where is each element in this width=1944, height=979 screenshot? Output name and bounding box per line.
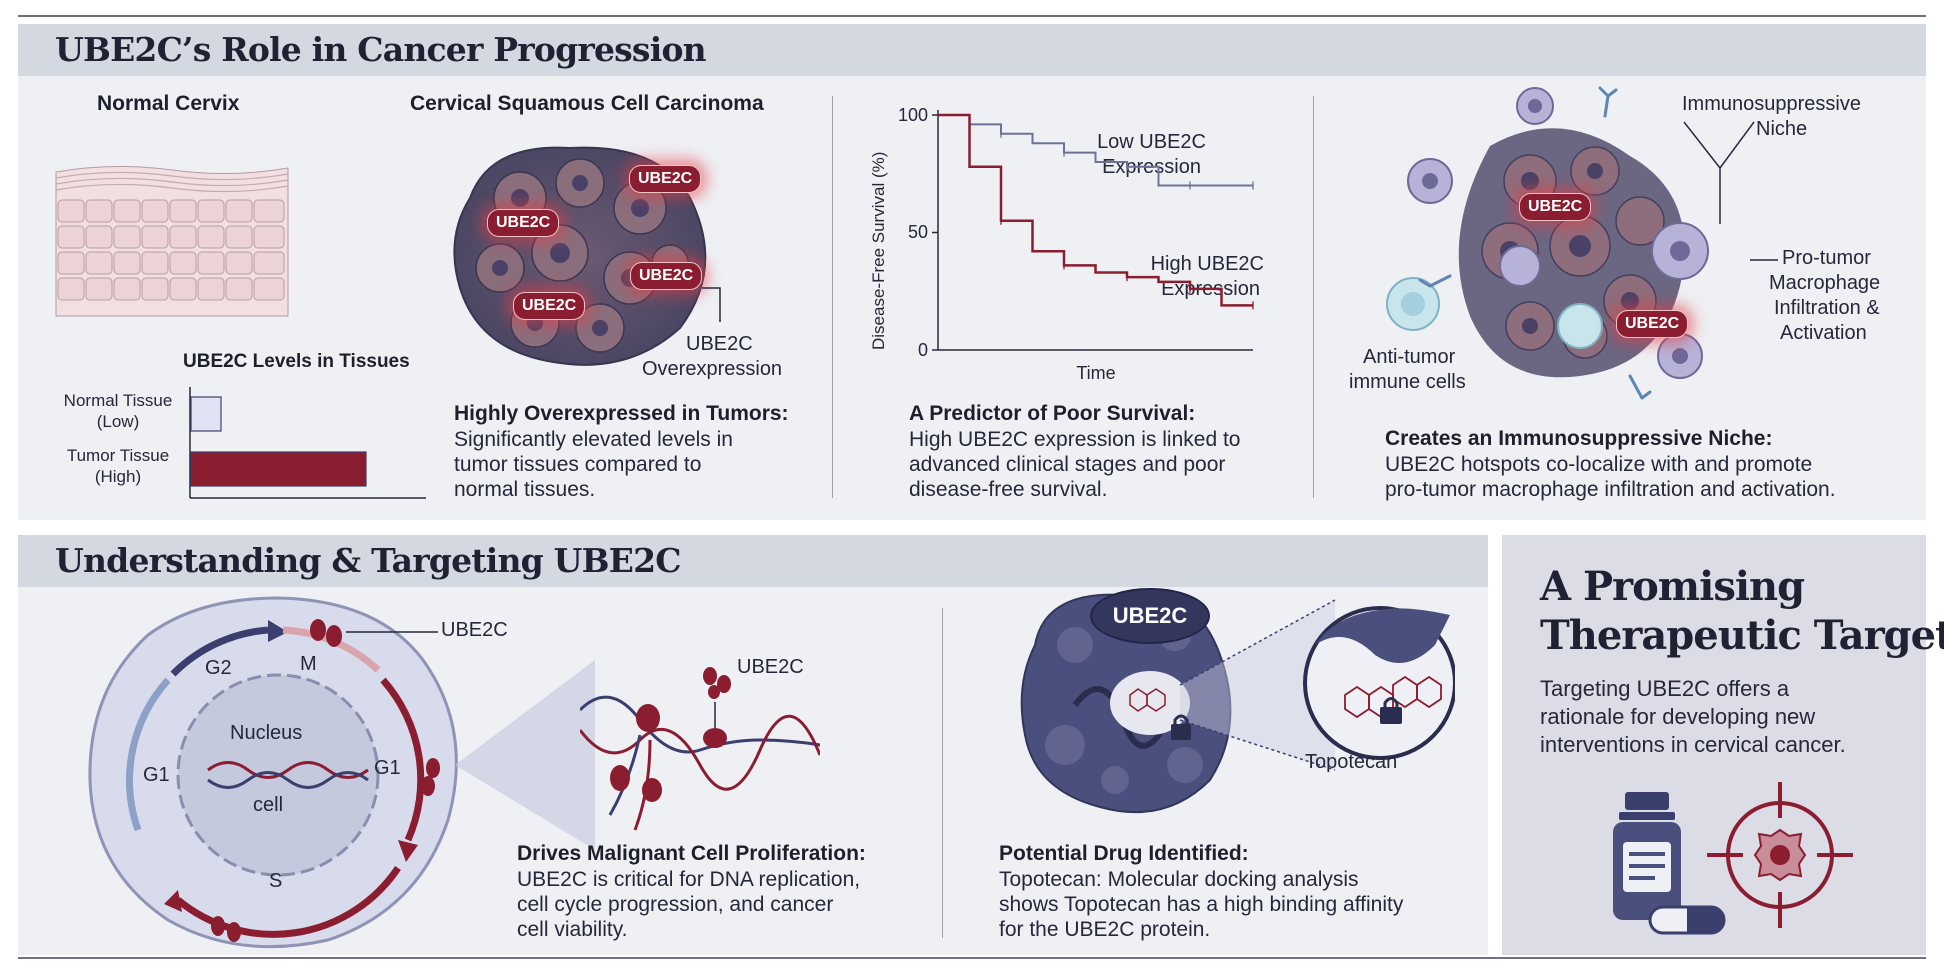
tissue-bar-chart xyxy=(189,387,426,499)
overexpression-label-line1: UBE2C xyxy=(686,333,753,355)
panel3-heading: Creates an Immunosuppressive Niche: xyxy=(1385,427,1773,450)
lock-icon xyxy=(1380,697,1402,724)
ube2c-badge: UBE2C xyxy=(513,292,586,320)
topotecan-label: Topotecan xyxy=(1305,751,1398,773)
y-tick-label: 0 xyxy=(918,340,928,360)
bar xyxy=(190,396,222,432)
survival-chart: 100 50 0 Disease-Free Survival (%) Time … xyxy=(869,105,1264,383)
bar-category-label: Tumor Tissue xyxy=(66,446,170,465)
divider-2 xyxy=(1313,96,1314,498)
panel1-body-line: tumor tissues compared to xyxy=(454,453,702,476)
protein-label-ellipse xyxy=(1090,588,1210,644)
panel4-body-line: cell viability. xyxy=(517,918,628,941)
panel1-heading: Highly Overexpressed in Tumors: xyxy=(454,402,789,425)
anti-tumor-label-line: Anti-tumor xyxy=(1363,346,1456,368)
protein-label: UBE2C xyxy=(1112,603,1188,628)
panel4-heading: Drives Malignant Cell Proliferation: xyxy=(517,842,866,865)
ube2c-badge: UBE2C xyxy=(487,209,560,237)
anti-tumor-label-line: immune cells xyxy=(1349,371,1466,393)
macrophage-label-line: Macrophage xyxy=(1769,272,1881,294)
lock-icon xyxy=(1171,714,1191,740)
panel1-body-line: Significantly elevated levels in xyxy=(454,428,733,451)
target-body-line: Targeting UBE2C offers a xyxy=(1540,676,1790,701)
panel2-body-line: High UBE2C expression is linked to xyxy=(909,428,1241,451)
protein-docking-illustration xyxy=(1020,592,1455,814)
normal-cervix-label: Normal Cervix xyxy=(97,92,240,115)
low-expression-curve xyxy=(938,114,1253,187)
panel5-body-line: shows Topotecan has a high binding affin… xyxy=(999,893,1404,916)
bottom-rule xyxy=(18,957,1926,959)
macrophage-leader xyxy=(1750,259,1778,261)
phase-label-m: M xyxy=(300,653,317,675)
top-rule xyxy=(18,15,1926,17)
low-series-label: Low UBE2C xyxy=(1097,131,1206,153)
carcinoma-label: Cervical Squamous Cell Carcinoma xyxy=(410,92,764,115)
ube2c-badge: UBE2C xyxy=(1616,310,1689,338)
bar-category-label: (High) xyxy=(94,467,142,486)
crosshair-target-icon xyxy=(1707,782,1853,928)
niche-bracket xyxy=(1683,121,1755,224)
target-title-line2: Therapeutic Target xyxy=(1540,612,1944,659)
panel3-body-line: UBE2C hotspots co-localize with and prom… xyxy=(1385,453,1813,476)
bottom-section-title: Understanding & Targeting UBE2C xyxy=(55,541,682,580)
panel2-body-line: disease-free survival. xyxy=(909,478,1108,501)
cell-label: cell xyxy=(253,794,284,816)
y-axis-label: Disease-Free Survival (%) xyxy=(869,152,888,350)
x-axis-label: Time xyxy=(1076,363,1115,383)
y-tick-label: 100 xyxy=(898,105,928,125)
panel4-body-line: cell cycle progression, and cancer xyxy=(517,893,834,916)
target-body-line: rationale for developing new xyxy=(1540,704,1816,729)
panel2-body-line: advanced clinical stages and poor xyxy=(909,453,1226,476)
high-series-label: High UBE2C xyxy=(1151,253,1264,275)
macrophage-label-line: Pro-tumor xyxy=(1782,247,1871,269)
bar-category-label: Normal Tissue xyxy=(63,391,173,410)
bar-category-label: (Low) xyxy=(96,412,140,431)
niche-label-line1: Immunosuppressive xyxy=(1682,93,1861,115)
ube2c-badge: UBE2C xyxy=(630,262,703,290)
ube2c-dna-label: UBE2C xyxy=(737,656,804,678)
macrophage-label-line: Activation xyxy=(1780,322,1867,344)
top-section-band xyxy=(18,24,1926,76)
bar xyxy=(190,451,367,487)
overexpression-label-line2: Overexpression xyxy=(642,358,783,380)
panel4-body-line: UBE2C is critical for DNA replication, xyxy=(517,868,861,891)
top-section-title: UBE2C’s Role in Cancer Progression xyxy=(55,30,707,69)
nucleus-label: Nucleus xyxy=(230,722,303,744)
normal-tissue-illustration xyxy=(55,165,289,317)
phase-label-g1: G1 xyxy=(143,764,170,786)
target-body-line: interventions in cervical cancer. xyxy=(1540,732,1846,757)
phase-label-s: S xyxy=(269,870,283,892)
bar-chart-title: UBE2C Levels in Tissues xyxy=(183,351,410,372)
cell-cycle-illustration xyxy=(88,596,458,949)
zoom-cone xyxy=(455,660,595,850)
panel2-heading: A Predictor of Poor Survival: xyxy=(909,402,1196,425)
therapeutic-target-panel xyxy=(1502,535,1926,955)
bottom-section-band xyxy=(18,535,1488,587)
phase-label-g2: G2 xyxy=(205,657,232,679)
ube2c-badge: UBE2C xyxy=(629,165,702,193)
pill-bottle-icon xyxy=(1613,792,1681,920)
panel5-body-line: Topotecan: Molecular docking analysis xyxy=(999,868,1359,891)
macrophage-label-line: Infiltration & xyxy=(1774,297,1880,319)
panel5-heading: Potential Drug Identified: xyxy=(999,842,1249,865)
y-tick-label: 50 xyxy=(908,222,928,242)
dna-replication-illustration xyxy=(580,667,820,831)
panel3-body-line: pro-tumor macrophage infiltration and ac… xyxy=(1385,478,1836,501)
phase-label-g1: G1 xyxy=(374,757,401,779)
panel5-body-line: for the UBE2C protein. xyxy=(999,918,1211,941)
divider-3 xyxy=(942,608,943,938)
divider-1 xyxy=(832,96,833,498)
ube2c-badge: UBE2C xyxy=(1519,193,1592,221)
panel1-body-line: normal tissues. xyxy=(454,478,596,501)
overexpression-leader-line xyxy=(702,287,721,322)
niche-label-line2: Niche xyxy=(1756,118,1808,140)
ube2c-cycle-label: UBE2C xyxy=(441,619,508,641)
capsule-icon xyxy=(1648,905,1726,935)
target-title-line1: A Promising xyxy=(1540,563,1805,610)
